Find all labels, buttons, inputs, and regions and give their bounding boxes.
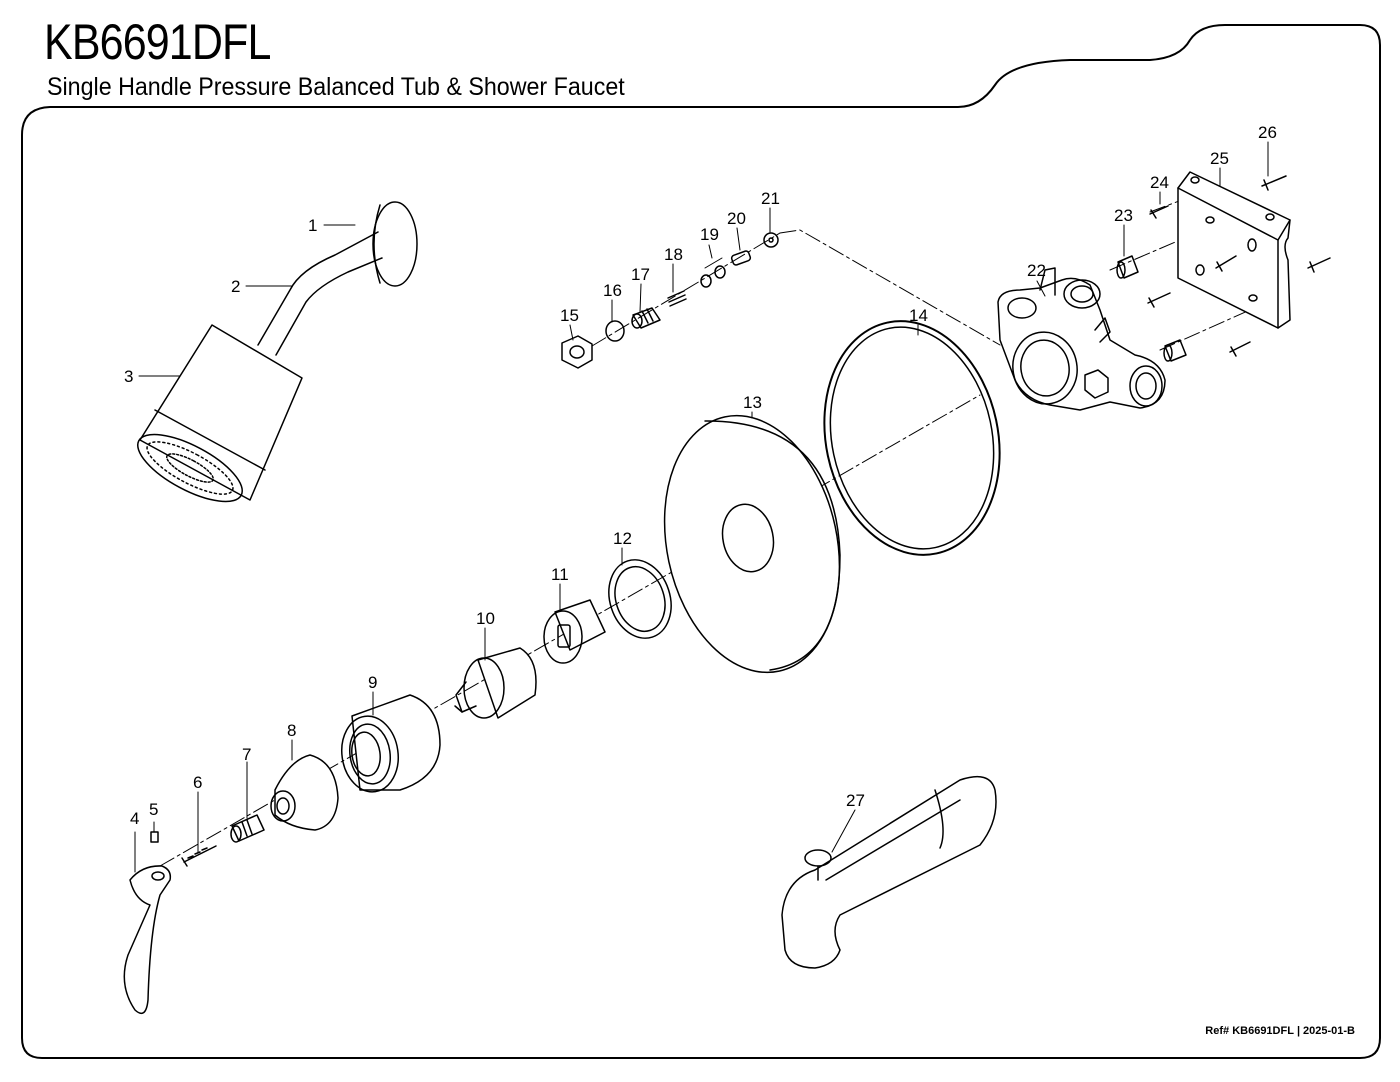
shower-arm-flange-part xyxy=(372,201,418,287)
callout-8: 8 xyxy=(287,721,296,740)
callout-15: 15 xyxy=(560,306,579,325)
reference-footer: Ref# KB6691DFL|2025-01-B xyxy=(1205,1024,1355,1038)
callout-numbers: 1 2 3 4 5 6 7 8 9 10 11 12 13 14 15 16 1… xyxy=(124,123,1277,828)
callout-3: 3 xyxy=(124,367,133,386)
handle-screw-6-part xyxy=(181,845,217,867)
handle-adapter-7-part xyxy=(230,814,265,843)
balancing-unit-11-part xyxy=(543,599,606,664)
washers-19-part xyxy=(700,265,726,288)
ref-label: Ref# KB6691DFL xyxy=(1205,1025,1294,1037)
callout-2: 2 xyxy=(231,277,240,296)
callout-6: 6 xyxy=(193,773,202,792)
escutcheon-plate-part xyxy=(663,414,841,674)
callout-24: 24 xyxy=(1150,173,1169,192)
stop-stem-part xyxy=(631,307,661,329)
bonnet-nut-part xyxy=(561,335,593,369)
callout-22: 22 xyxy=(1027,261,1046,280)
retaining-ring-12-part xyxy=(608,559,672,639)
trim-sleeve-8-part xyxy=(270,754,339,831)
screws-26-part xyxy=(1261,175,1331,273)
ref-date-code: 2025-01-B xyxy=(1303,1025,1355,1037)
callout-13: 13 xyxy=(743,393,762,412)
callout-23: 23 xyxy=(1114,206,1133,225)
callout-20: 20 xyxy=(727,209,746,228)
callout-21: 21 xyxy=(761,189,780,208)
callout-27: 27 xyxy=(846,791,865,810)
callout-19: 19 xyxy=(700,225,719,244)
callout-26: 26 xyxy=(1258,123,1277,142)
washer-21-part xyxy=(763,232,779,248)
product-subtitle: Single Handle Pressure Balanced Tub & Sh… xyxy=(47,73,625,101)
o-ring-16-part xyxy=(605,320,625,342)
callout-11: 11 xyxy=(551,565,569,584)
model-number-title: KB6691DFL xyxy=(44,14,271,70)
callout-14: 14 xyxy=(909,306,928,325)
screws-24-part xyxy=(1147,205,1251,357)
callout-5: 5 xyxy=(149,800,158,819)
callout-1: 1 xyxy=(308,216,317,235)
valve-body-part xyxy=(997,267,1166,411)
callout-16: 16 xyxy=(603,281,622,300)
tub-spout-27-part xyxy=(781,775,997,969)
callout-4: 4 xyxy=(130,809,139,828)
callout-9: 9 xyxy=(368,673,377,692)
set-screw-5-part xyxy=(150,831,159,843)
callout-12: 12 xyxy=(613,529,632,548)
callout-17: 17 xyxy=(631,265,650,284)
callout-leaders xyxy=(134,141,1269,873)
lever-handle-4-part xyxy=(123,865,172,1015)
callout-18: 18 xyxy=(664,245,683,264)
diagram-frame xyxy=(21,24,1381,1059)
mounting-bracket-part xyxy=(1177,171,1291,329)
ref-separator: | xyxy=(1296,1025,1301,1037)
shower-head-part xyxy=(137,324,303,503)
spacers-23-part xyxy=(1116,255,1187,362)
callout-25: 25 xyxy=(1210,149,1229,168)
shower-arm-part xyxy=(257,231,383,356)
cartridge-10-part xyxy=(454,647,537,719)
escutcheon-gasket-part xyxy=(823,320,1001,556)
sleeve-9-part xyxy=(341,694,441,793)
callout-10: 10 xyxy=(476,609,495,628)
callout-7: 7 xyxy=(242,745,251,764)
